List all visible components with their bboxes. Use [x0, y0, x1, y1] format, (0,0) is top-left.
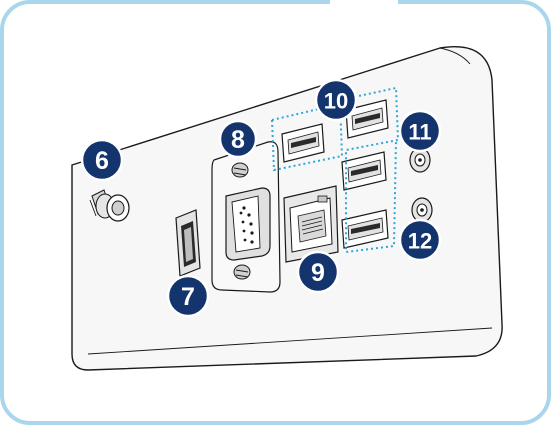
- serial-pins: [239, 206, 254, 244]
- callout-11-badge: 11: [398, 109, 442, 153]
- callout-10-number: 10: [324, 89, 348, 114]
- callout-7-badge: 7: [166, 274, 210, 318]
- callout-8-circle: [218, 119, 258, 159]
- callout-6-badge: 6: [80, 138, 124, 182]
- serial-standoff-bottom: [233, 264, 251, 280]
- usb-port-bottom-right: [341, 209, 389, 249]
- callout-9-number: 9: [311, 259, 325, 287]
- callout-6-circle: [80, 138, 124, 182]
- callout-12-circle: [398, 218, 442, 262]
- serial-port: [211, 141, 281, 293]
- usb-port-top-right: [345, 99, 389, 139]
- callout-8-badge: 8: [218, 119, 258, 159]
- callout-6-number: 6: [95, 147, 109, 175]
- callout-9-badge: 9: [296, 250, 340, 294]
- callout-8-number: 8: [231, 126, 245, 154]
- serial-standoff-top: [231, 162, 249, 178]
- antenna-connector: [89, 189, 130, 222]
- callout-11-number: 11: [408, 120, 431, 145]
- callout-12-number: 12: [408, 229, 432, 254]
- callout-10-badge: 10: [314, 78, 358, 122]
- callout-7-number: 7: [181, 283, 195, 311]
- audio-jack-bottom: [411, 197, 433, 223]
- usb-port-mid-right: [341, 151, 387, 191]
- hdmi-port: [175, 209, 201, 277]
- usb-ports: [271, 86, 400, 254]
- usb-port-left: [281, 123, 325, 163]
- usb-group-outline: [271, 86, 400, 254]
- callout-10-circle: [314, 78, 358, 122]
- frame-notch: [330, 0, 398, 10]
- callout-7-circle: [166, 274, 210, 318]
- callout-12-badge: 12: [398, 218, 442, 262]
- callout-9-circle: [296, 250, 340, 294]
- callouts: 6 7 8 9 10 11 12: [80, 78, 442, 318]
- audio-jack-top: [409, 147, 431, 173]
- callout-11-circle: [398, 109, 442, 153]
